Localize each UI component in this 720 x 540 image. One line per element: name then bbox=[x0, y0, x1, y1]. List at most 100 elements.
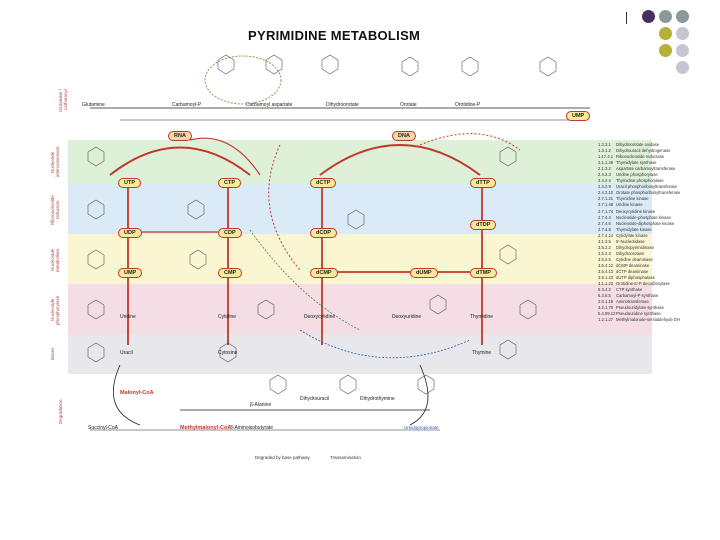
node-dump: dUMP bbox=[410, 268, 438, 278]
ec-enzyme-name: Dihydroorotase bbox=[616, 250, 645, 256]
ec-enzyme-name: Methylmalonate-semialdehyde DH bbox=[616, 317, 681, 323]
ec-row: 2.7.4.9 Thymidylate kinase bbox=[598, 227, 680, 233]
molecule-thymine-base bbox=[499, 339, 517, 360]
molecule-cytosine-base bbox=[219, 342, 237, 363]
lane-tag-7: Degradation bbox=[58, 399, 63, 425]
molecule-ump-ring bbox=[87, 249, 105, 270]
ec-number: 3.5.4.13 bbox=[598, 268, 614, 274]
rna-arc-left bbox=[109, 146, 251, 176]
ec-number: 2.4.2.4 bbox=[598, 178, 611, 184]
molecule-dhu bbox=[269, 374, 287, 395]
ec-number: 4.1.1.23 bbox=[598, 281, 614, 287]
node-dtdp: dTDP bbox=[470, 220, 497, 230]
ec-enzyme-name: Thymidine kinase bbox=[616, 196, 649, 202]
label-deoxycytidine: Deoxycytidine bbox=[304, 314, 336, 320]
node-dcdp: dCDP bbox=[310, 228, 337, 238]
label-cytosine: Cytosine bbox=[218, 350, 238, 356]
molecule-dht bbox=[339, 374, 357, 395]
label-aminoisobutyrate: 3-Aminoisobutyrate bbox=[230, 425, 274, 431]
molecule-ump-top bbox=[539, 56, 557, 77]
ec-enzyme-name: Nucleoside-diphosphate kinase bbox=[616, 220, 675, 226]
ec-enzyme-name: Uridine kinase bbox=[616, 202, 643, 208]
deg-line-right bbox=[409, 364, 429, 426]
molecule-dihydroorotate bbox=[265, 54, 283, 75]
dot-7 bbox=[676, 44, 689, 57]
molecule-uracil-ring bbox=[87, 146, 105, 167]
molecule-ureido bbox=[417, 374, 435, 395]
ec-enzyme-name: CTP synthase bbox=[616, 287, 643, 293]
ec-number: 2.7.1.21 bbox=[598, 196, 614, 202]
molecule-cmp-ring bbox=[189, 249, 207, 270]
lane-tag-3: Ribonucleotide reduction bbox=[50, 195, 60, 225]
node-dtmp: dTMP bbox=[470, 268, 497, 278]
ec-number: 3.6.1.23 bbox=[598, 275, 614, 281]
lane-blue bbox=[68, 184, 652, 234]
ec-enzyme-name: Ribonucleoside reductase bbox=[616, 154, 665, 160]
ec-number: 2.7.1.74 bbox=[598, 208, 614, 214]
label-b-alanine: β-Alanine bbox=[250, 402, 272, 408]
label-dihydroorotate: Dihydroorotate bbox=[326, 102, 359, 108]
node-ump-top: UMP bbox=[566, 111, 591, 121]
dot-4 bbox=[659, 27, 672, 40]
dotted-red-1 bbox=[268, 144, 301, 271]
molecule-carbamoyl-aspartate bbox=[217, 54, 235, 75]
molecule-deoxy-ring bbox=[347, 209, 365, 230]
node-dctp: dCTP bbox=[310, 178, 337, 188]
dot-5 bbox=[676, 27, 689, 40]
ec-number: 2.4.2.3 bbox=[598, 172, 611, 178]
node-ump: UMP bbox=[118, 268, 143, 278]
ec-number: 1.3.1.2 bbox=[598, 148, 611, 154]
footer-left: Degraded by base pathway bbox=[255, 455, 310, 460]
molecule-cytidine-ring bbox=[257, 299, 275, 320]
node-rna: RNA bbox=[168, 131, 192, 141]
ec-enzyme-name: Thymidine phosphorylase bbox=[616, 178, 664, 184]
lane-tag-4: Nucleoside metabolism bbox=[50, 248, 60, 272]
node-utp: UTP bbox=[118, 178, 141, 188]
rna-arc-right bbox=[189, 137, 261, 176]
molecule-uridine-ring bbox=[87, 299, 105, 320]
ec-number: 2.4.2.10 bbox=[598, 190, 614, 196]
molecule-uracil-base bbox=[87, 342, 105, 363]
lane-green bbox=[68, 140, 652, 184]
ec-enzyme-name: dCMP deaminase bbox=[616, 262, 650, 268]
molecule-glyphs bbox=[87, 54, 557, 395]
ec-number: 2.1.3.2 bbox=[598, 166, 611, 172]
label-carbamoyl-aspartate: Carbamoyl aspartate bbox=[246, 102, 293, 108]
dotted-green-circle bbox=[204, 55, 282, 105]
node-cmp: CMP bbox=[218, 268, 243, 278]
dashed-blue-1 bbox=[299, 329, 471, 359]
node-cdp: CDP bbox=[218, 228, 242, 238]
ec-number: 2.7.4.6 bbox=[598, 220, 611, 226]
ec-number: 1.17.4.1 bbox=[598, 154, 614, 160]
ec-enzyme-name: Thymidylate kinase bbox=[616, 226, 652, 232]
molecule-orotate bbox=[321, 54, 339, 75]
ec-number: 2.7.4.9 bbox=[598, 226, 611, 232]
ec-enzyme-name: Cytidylate kinase bbox=[616, 232, 648, 238]
ec-enzyme-name: Thymidylate synthase bbox=[616, 160, 657, 166]
ec-number: 6.3.5.5 bbox=[598, 293, 611, 299]
node-dna: DNA bbox=[392, 131, 416, 141]
molecule-orotidine bbox=[401, 56, 419, 77]
ec-enzyme-name: Orotidine-5'-P decarboxylase bbox=[616, 281, 670, 287]
ec-enzyme-name: Uracil phosphoribosyltransferase bbox=[616, 184, 677, 190]
ec-enzyme-name: Uridine phosphorylase bbox=[616, 172, 658, 178]
lane-gray bbox=[68, 334, 652, 374]
ec-enzyme-name: Dihydropyrimidinase bbox=[616, 244, 654, 250]
footer-right: Transamination bbox=[330, 455, 361, 460]
